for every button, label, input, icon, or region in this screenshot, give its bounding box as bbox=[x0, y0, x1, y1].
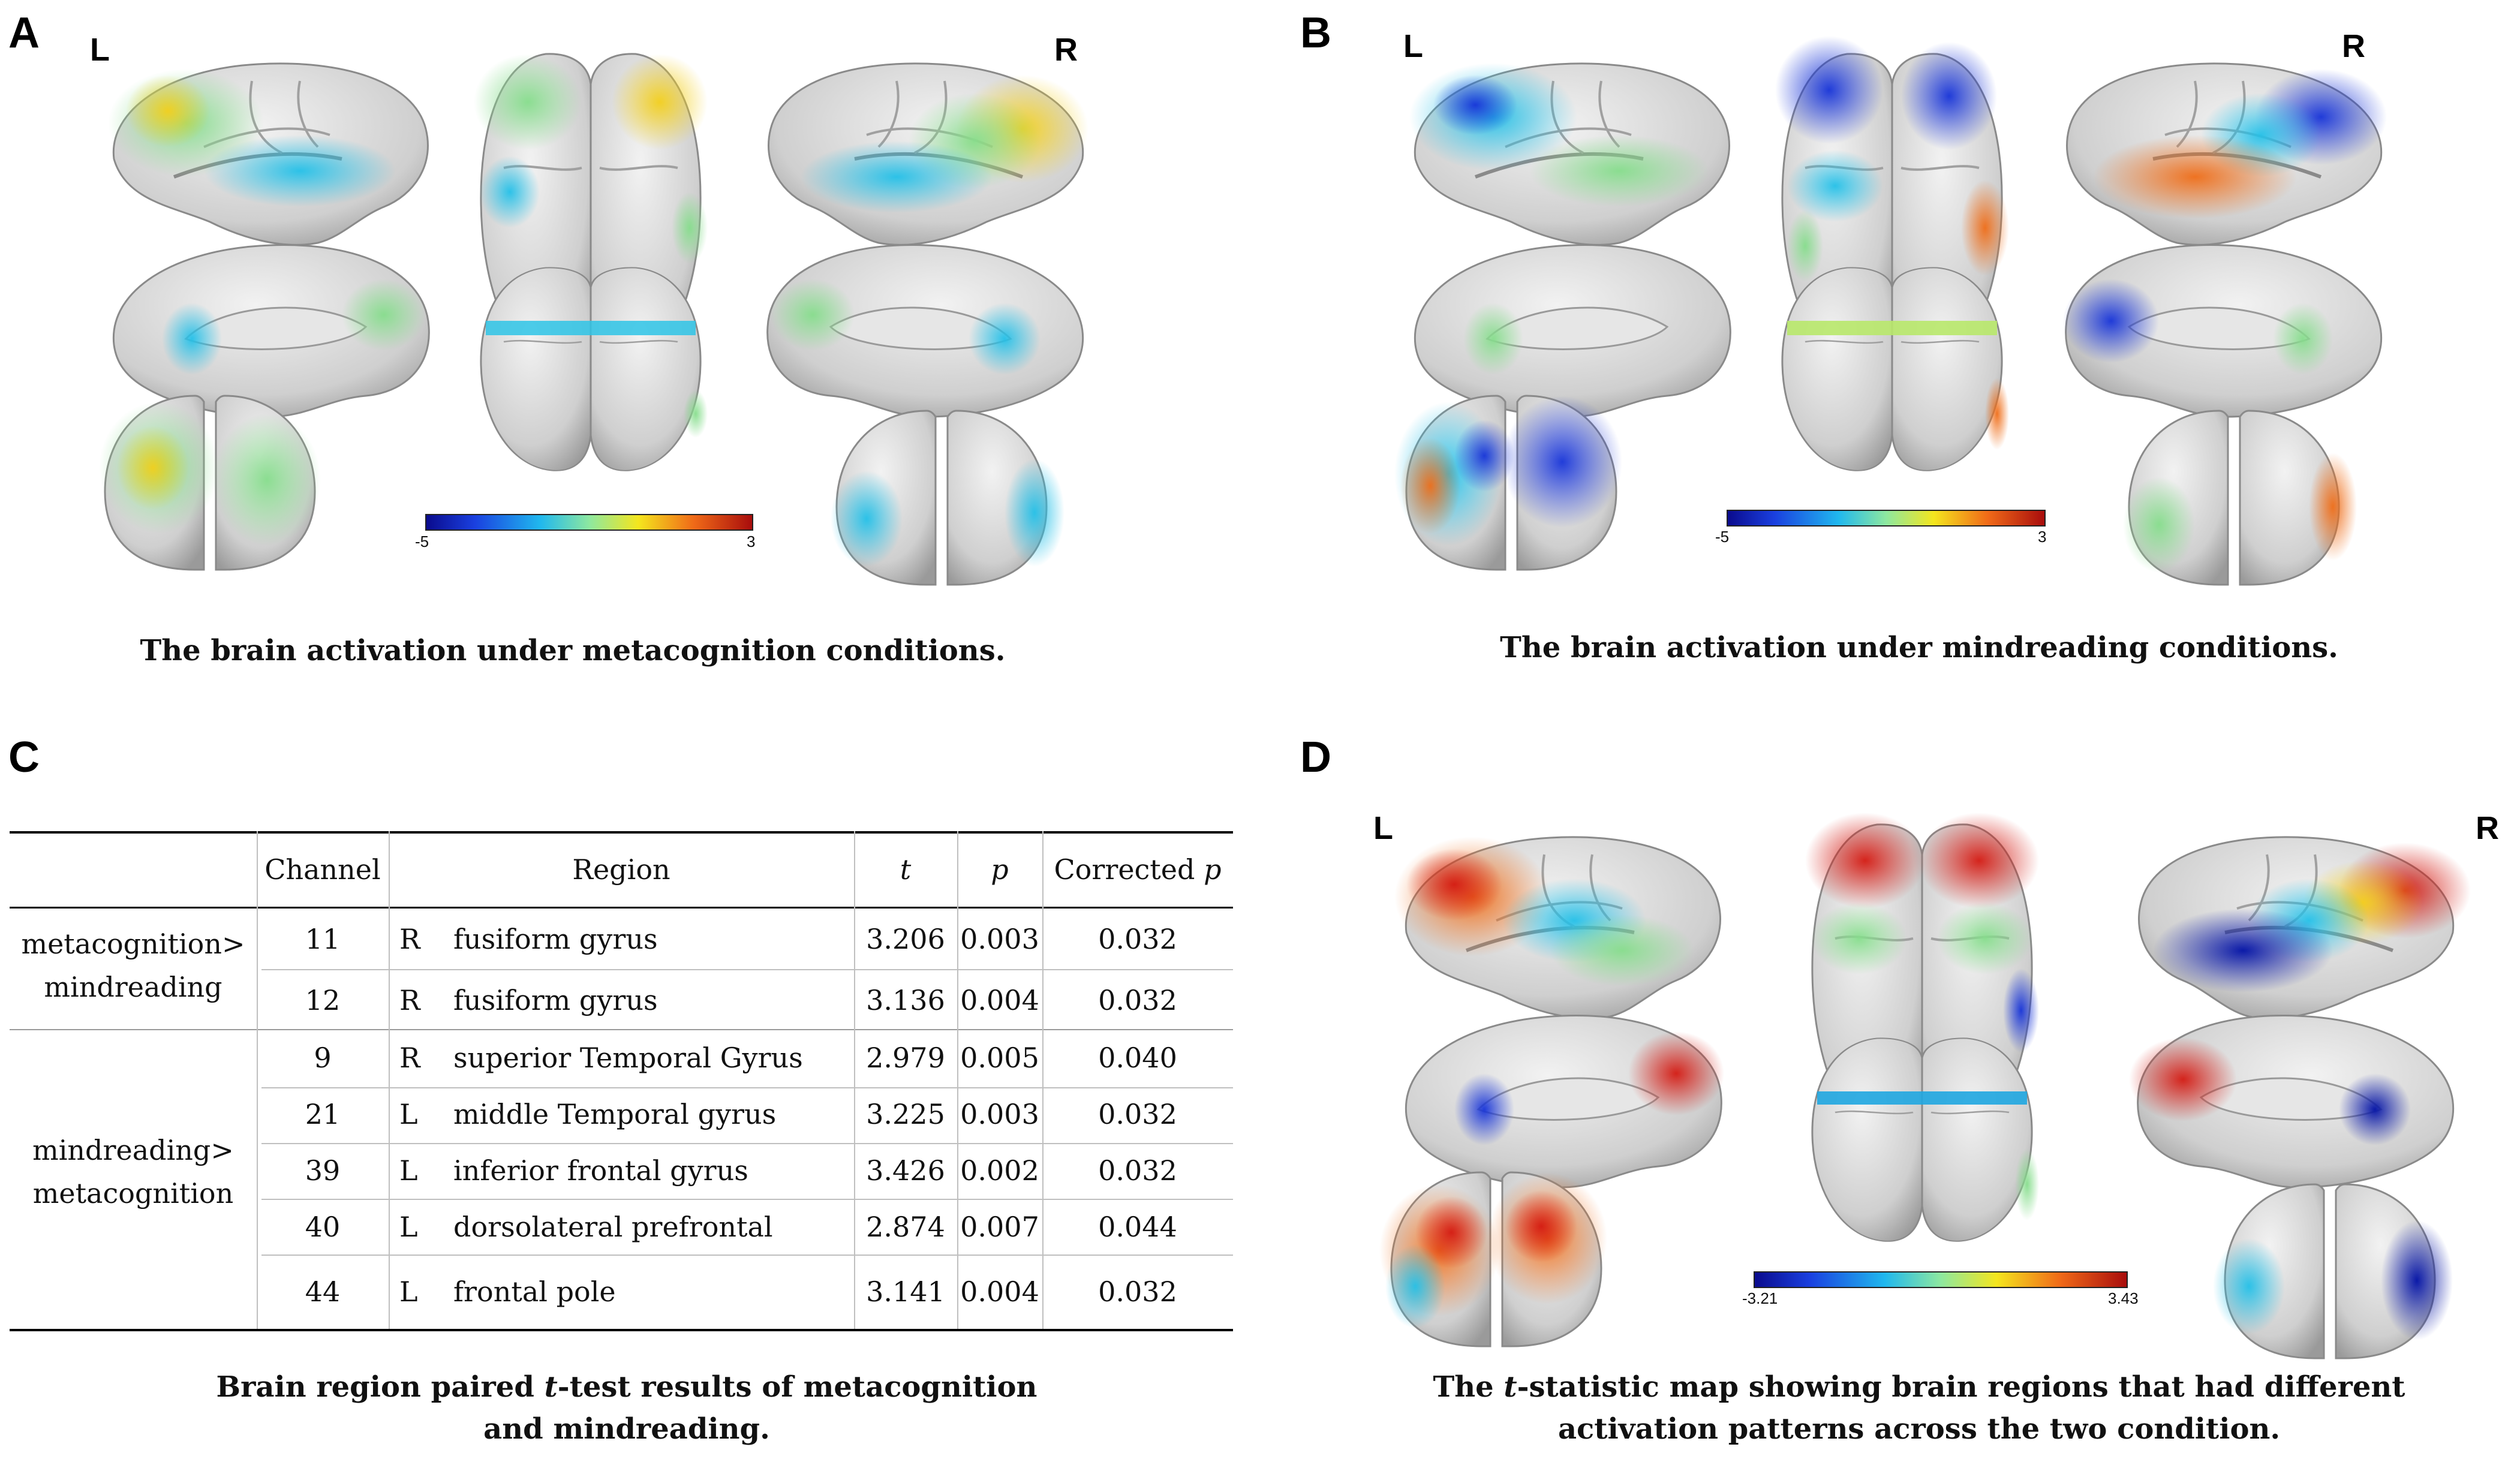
panel-b-caption: The brain activation under mindreading c… bbox=[1500, 631, 2338, 664]
panel-d-letter: D bbox=[1300, 733, 1331, 781]
panel-c-letter: C bbox=[8, 733, 40, 781]
panel-a-colorbar bbox=[425, 514, 753, 531]
panel-d-colorbar-min: -3.21 bbox=[1742, 1289, 1778, 1307]
panel-c-caption-line2: and mindreading. bbox=[483, 1412, 770, 1446]
panel-a-colorbar-max: 3 bbox=[747, 533, 756, 550]
header-channel: Channel bbox=[264, 853, 381, 886]
header-t: t bbox=[900, 853, 912, 886]
panel-b-colorbar-min: -5 bbox=[1715, 528, 1730, 546]
table-row-rule bbox=[261, 969, 1233, 970]
panel-b-letter: B bbox=[1300, 9, 1331, 57]
table-col-rule bbox=[854, 831, 855, 1329]
table-col-rule bbox=[389, 831, 390, 1329]
table-col-rule bbox=[1042, 831, 1044, 1329]
table-row-rule bbox=[261, 1087, 1233, 1088]
table-top-rule bbox=[10, 831, 1233, 834]
panel-a-caption: The brain activation under metacognition… bbox=[140, 634, 1006, 667]
group-label-mindreading: mindreading> metacognition bbox=[32, 1134, 234, 1210]
group-label-metacognition: metacognition> mindreading bbox=[21, 928, 245, 1003]
table-row-rule bbox=[261, 1199, 1233, 1200]
table-row-rule bbox=[261, 1143, 1233, 1144]
table-row-rule bbox=[261, 1255, 1233, 1256]
table-col-rule bbox=[257, 831, 258, 1329]
panel-a-brains bbox=[99, 52, 1088, 586]
header-region: Region bbox=[572, 853, 670, 886]
header-p: p bbox=[991, 853, 1009, 886]
panel-b-right-label: R bbox=[2342, 28, 2365, 64]
table-group-rule bbox=[10, 1029, 1233, 1030]
panel-c-caption-line1: Brain region paired t-test results of me… bbox=[216, 1370, 1038, 1404]
panel-d-caption: The t-statistic map showing brain region… bbox=[1319, 1366, 2519, 1450]
panel-a-letter: A bbox=[8, 9, 40, 57]
results-table: Channel Region t p Corrected p metacogni… bbox=[10, 831, 1233, 1332]
panel-d-brains bbox=[1379, 813, 2471, 1359]
panel-d-colorbar bbox=[1754, 1271, 2128, 1288]
table-bottom-rule bbox=[10, 1329, 1233, 1331]
header-corrected-p: Corrected p bbox=[1054, 853, 1222, 886]
panel-d-caption-line2: activation patterns across the two condi… bbox=[1557, 1412, 2281, 1446]
panel-d-left-label: L bbox=[1373, 810, 1393, 846]
panel-b-brains bbox=[1394, 36, 2387, 586]
panel-d-right-label: R bbox=[2476, 810, 2499, 846]
panel-d-caption-line1: The t-statistic map showing brain region… bbox=[1433, 1370, 2405, 1404]
panel-a-right-label: R bbox=[1054, 32, 1078, 68]
panel-b-left-label: L bbox=[1403, 28, 1423, 64]
panel-a-colorbar-min: -5 bbox=[415, 533, 429, 550]
panel-c-caption: Brain region paired t-test results of me… bbox=[0, 1366, 1253, 1450]
panel-a-left-label: L bbox=[90, 32, 110, 68]
table-col-rule bbox=[957, 831, 958, 1329]
table-header-rule bbox=[10, 907, 1233, 909]
panel-d-colorbar-max: 3.43 bbox=[2108, 1289, 2139, 1307]
panel-b-colorbar bbox=[1727, 510, 2046, 527]
panel-b-colorbar-max: 3 bbox=[2038, 528, 2047, 546]
